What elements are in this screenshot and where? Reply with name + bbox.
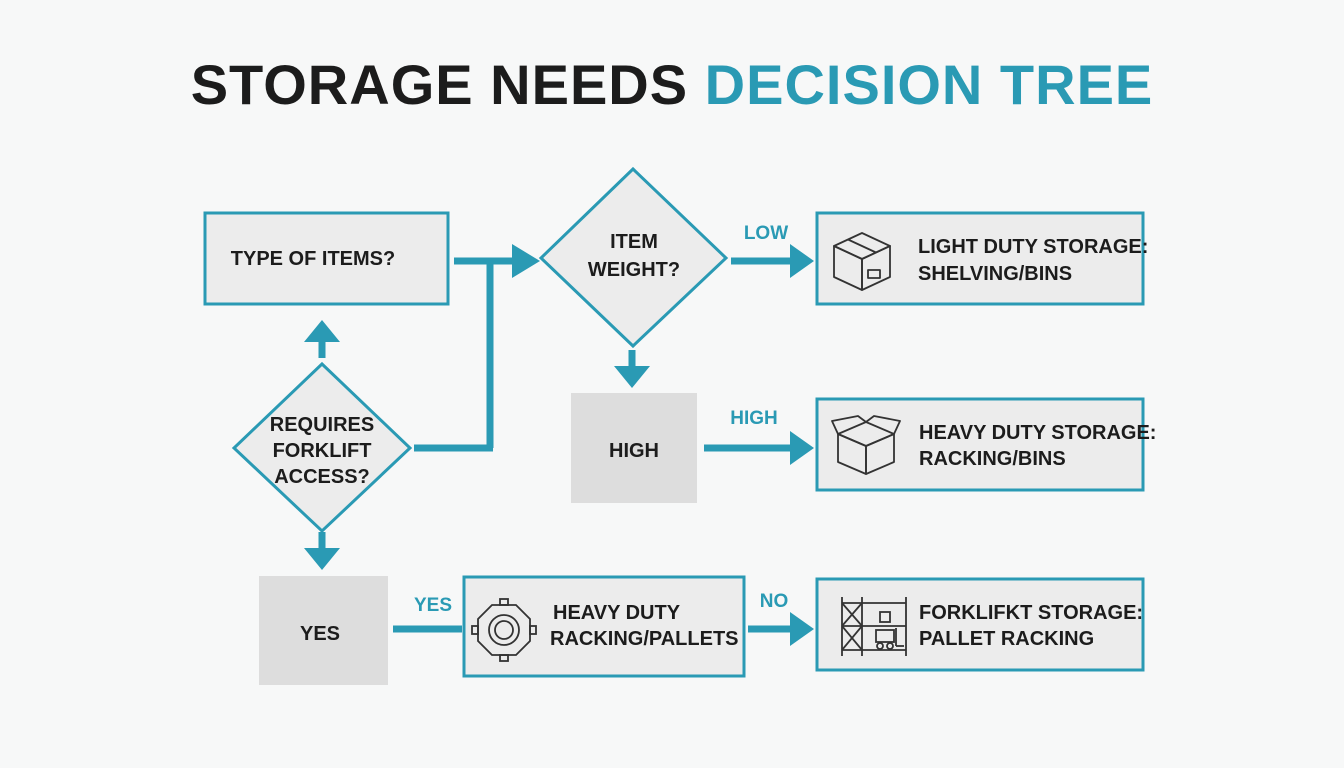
arrowhead bbox=[790, 612, 814, 646]
node-item-weight: ITEM WEIGHT? bbox=[538, 166, 729, 349]
arrowhead bbox=[790, 431, 814, 465]
arrowhead bbox=[614, 366, 650, 388]
node-forklift-storage: FORKLIFKT STORAGE: PALLET RACKING bbox=[815, 577, 1145, 672]
node-requires-forklift-line2: FORKLIFT bbox=[273, 440, 372, 462]
node-light-duty-line2: SHELVING/BINS bbox=[918, 263, 1072, 285]
title-part2: DECISION TREE bbox=[704, 53, 1154, 116]
node-light-duty: LIGHT DUTY STORAGE: SHELVING/BINS bbox=[815, 211, 1148, 306]
node-requires-forklift-line3: ACCESS? bbox=[274, 466, 370, 488]
arrowhead bbox=[304, 548, 340, 570]
arrowhead bbox=[790, 244, 814, 278]
node-heavy-racking-line1: HEAVY DUTY bbox=[553, 602, 681, 624]
edge-label-no: NO bbox=[760, 591, 789, 612]
edge-label-high: HIGH bbox=[730, 408, 778, 429]
node-heavy-racking-line2: RACKING/PALLETS bbox=[550, 628, 739, 650]
connectors bbox=[318, 257, 794, 633]
node-yes: YES bbox=[259, 576, 388, 685]
node-type-of-items: TYPE OF ITEMS? bbox=[203, 211, 450, 306]
arrowheads bbox=[304, 244, 814, 646]
node-item-weight-line2: WEIGHT? bbox=[588, 259, 680, 281]
arrowhead bbox=[512, 244, 540, 278]
node-forklift-storage-line2: PALLET RACKING bbox=[919, 628, 1094, 650]
title-part1: STORAGE NEEDS bbox=[190, 53, 689, 116]
gear-icon bbox=[471, 598, 537, 662]
node-requires-forklift-line1: REQUIRES bbox=[270, 414, 374, 436]
arrow-to-item-weight bbox=[454, 257, 514, 448]
open-box-icon bbox=[831, 415, 901, 475]
node-requires-forklift: REQUIRES FORKLIFT ACCESS? bbox=[231, 361, 413, 534]
node-type-of-items-label: TYPE OF ITEMS? bbox=[231, 248, 395, 270]
arrowhead bbox=[304, 320, 340, 342]
edge-label-low: LOW bbox=[744, 223, 788, 244]
node-heavy-duty: HEAVY DUTY STORAGE: RACKING/BINS bbox=[815, 397, 1156, 492]
diagram-title: STORAGE NEEDS DECISION TREE bbox=[0, 52, 1344, 117]
forklift-rack-icon bbox=[841, 597, 907, 656]
node-heavy-duty-line1: HEAVY DUTY STORAGE: bbox=[919, 422, 1156, 444]
node-heavy-duty-line2: RACKING/BINS bbox=[919, 448, 1066, 470]
edge-label-yes: YES bbox=[414, 595, 452, 616]
node-forklift-storage-line1: FORKLIFKT STORAGE: bbox=[919, 602, 1143, 624]
closed-box-icon bbox=[833, 232, 891, 291]
node-high: HIGH bbox=[571, 393, 697, 503]
node-high-label: HIGH bbox=[609, 440, 659, 462]
node-heavy-racking: HEAVY DUTY RACKING/PALLETS bbox=[462, 575, 746, 678]
node-light-duty-line1: LIGHT DUTY STORAGE: bbox=[918, 236, 1148, 258]
node-item-weight-line1: ITEM bbox=[610, 231, 658, 253]
node-yes-label: YES bbox=[300, 623, 340, 645]
